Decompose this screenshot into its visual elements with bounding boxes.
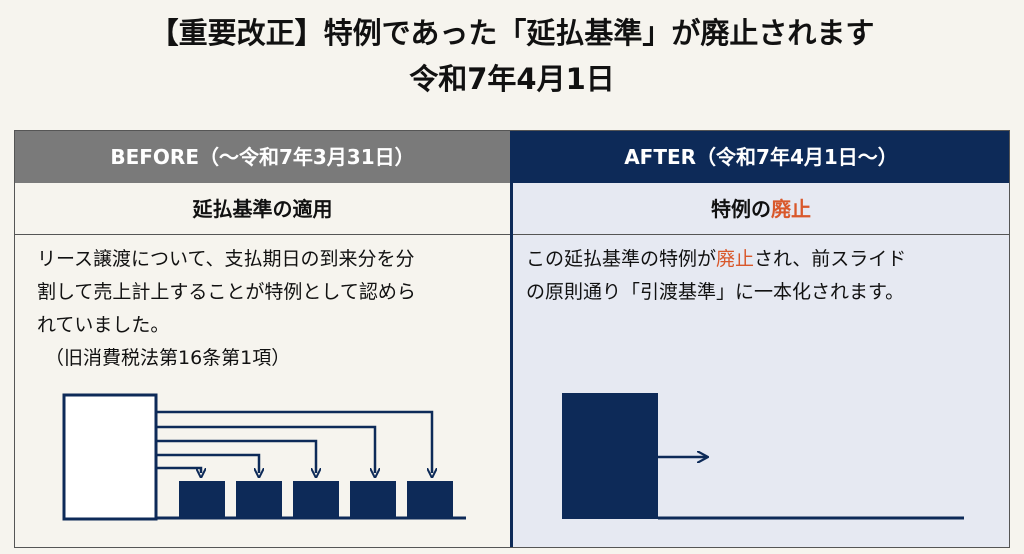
installment-block-5 (407, 481, 453, 518)
before-description: リース譲渡について、支払期日の到来分を分 割して売上計上することが特例として認め… (37, 243, 416, 375)
flow-line-2 (156, 453, 259, 473)
installment-block-1 (179, 481, 225, 518)
flow-line-5 (156, 410, 432, 473)
after-column: AFTER（令和7年4月1日〜） 特例の廃止 この延払基準の特例が廃止され、前ス… (510, 131, 1009, 547)
lump-sum-block (562, 393, 658, 519)
before-text-line-2: 割して売上計上することが特例として認めら (37, 281, 416, 303)
title-line-1: 【重要改正】特例であった「延払基準」が廃止されます (149, 16, 875, 50)
asset-block (62, 393, 158, 521)
after-description: この延払基準の特例が廃止され、前スライド の原則通り「引渡基準」に一本化されます… (526, 243, 906, 309)
before-column: BEFORE（〜令和7年3月31日） 延払基準の適用 リース譲渡について、支払期… (15, 131, 510, 547)
installment-diagram (62, 393, 466, 521)
installment-flow-lines (156, 410, 432, 473)
after-header: AFTER（令和7年4月1日〜） (513, 131, 1009, 183)
after-subheader-text: 特例の (711, 197, 771, 221)
before-subheader: 延払基準の適用 (15, 183, 510, 235)
before-text-line-3: れていました。 (37, 314, 170, 336)
after-text-line-2: の原則通り「引渡基準」に一本化されます。 (526, 281, 905, 303)
installment-block-3 (293, 481, 339, 518)
installment-block-4 (350, 481, 396, 518)
before-law-reference: （旧消費税法第16条第1項） (45, 347, 291, 369)
after-text-line-1-part-1: この延払基準の特例が (526, 248, 717, 270)
title-line-2: 令和7年4月1日 (409, 62, 615, 96)
after-subheader: 特例の廃止 (513, 183, 1009, 235)
flow-line-4 (156, 425, 375, 473)
flow-line-3 (156, 439, 316, 473)
before-text-line-1: リース譲渡について、支払期日の到来分を分 (37, 248, 415, 270)
flow-line-1 (156, 466, 201, 473)
installment-block-2 (236, 481, 282, 518)
page-title: 【重要改正】特例であった「延払基準」が廃止されます 令和7年4月1日 (0, 10, 1024, 102)
after-text-line-1-accent: 廃止 (716, 248, 755, 270)
after-text-line-1: この延払基準の特例が廃止され、前スライド (526, 243, 906, 276)
installment-blocks (179, 481, 453, 518)
comparison-table: BEFORE（〜令和7年3月31日） 延払基準の適用 リース譲渡について、支払期… (14, 130, 1010, 548)
delivery-diagram (562, 393, 964, 520)
before-header: BEFORE（〜令和7年3月31日） (15, 131, 510, 183)
after-text-line-1-part-2: され、前スライド (754, 248, 907, 270)
after-subheader-accent: 廃止 (771, 197, 811, 221)
